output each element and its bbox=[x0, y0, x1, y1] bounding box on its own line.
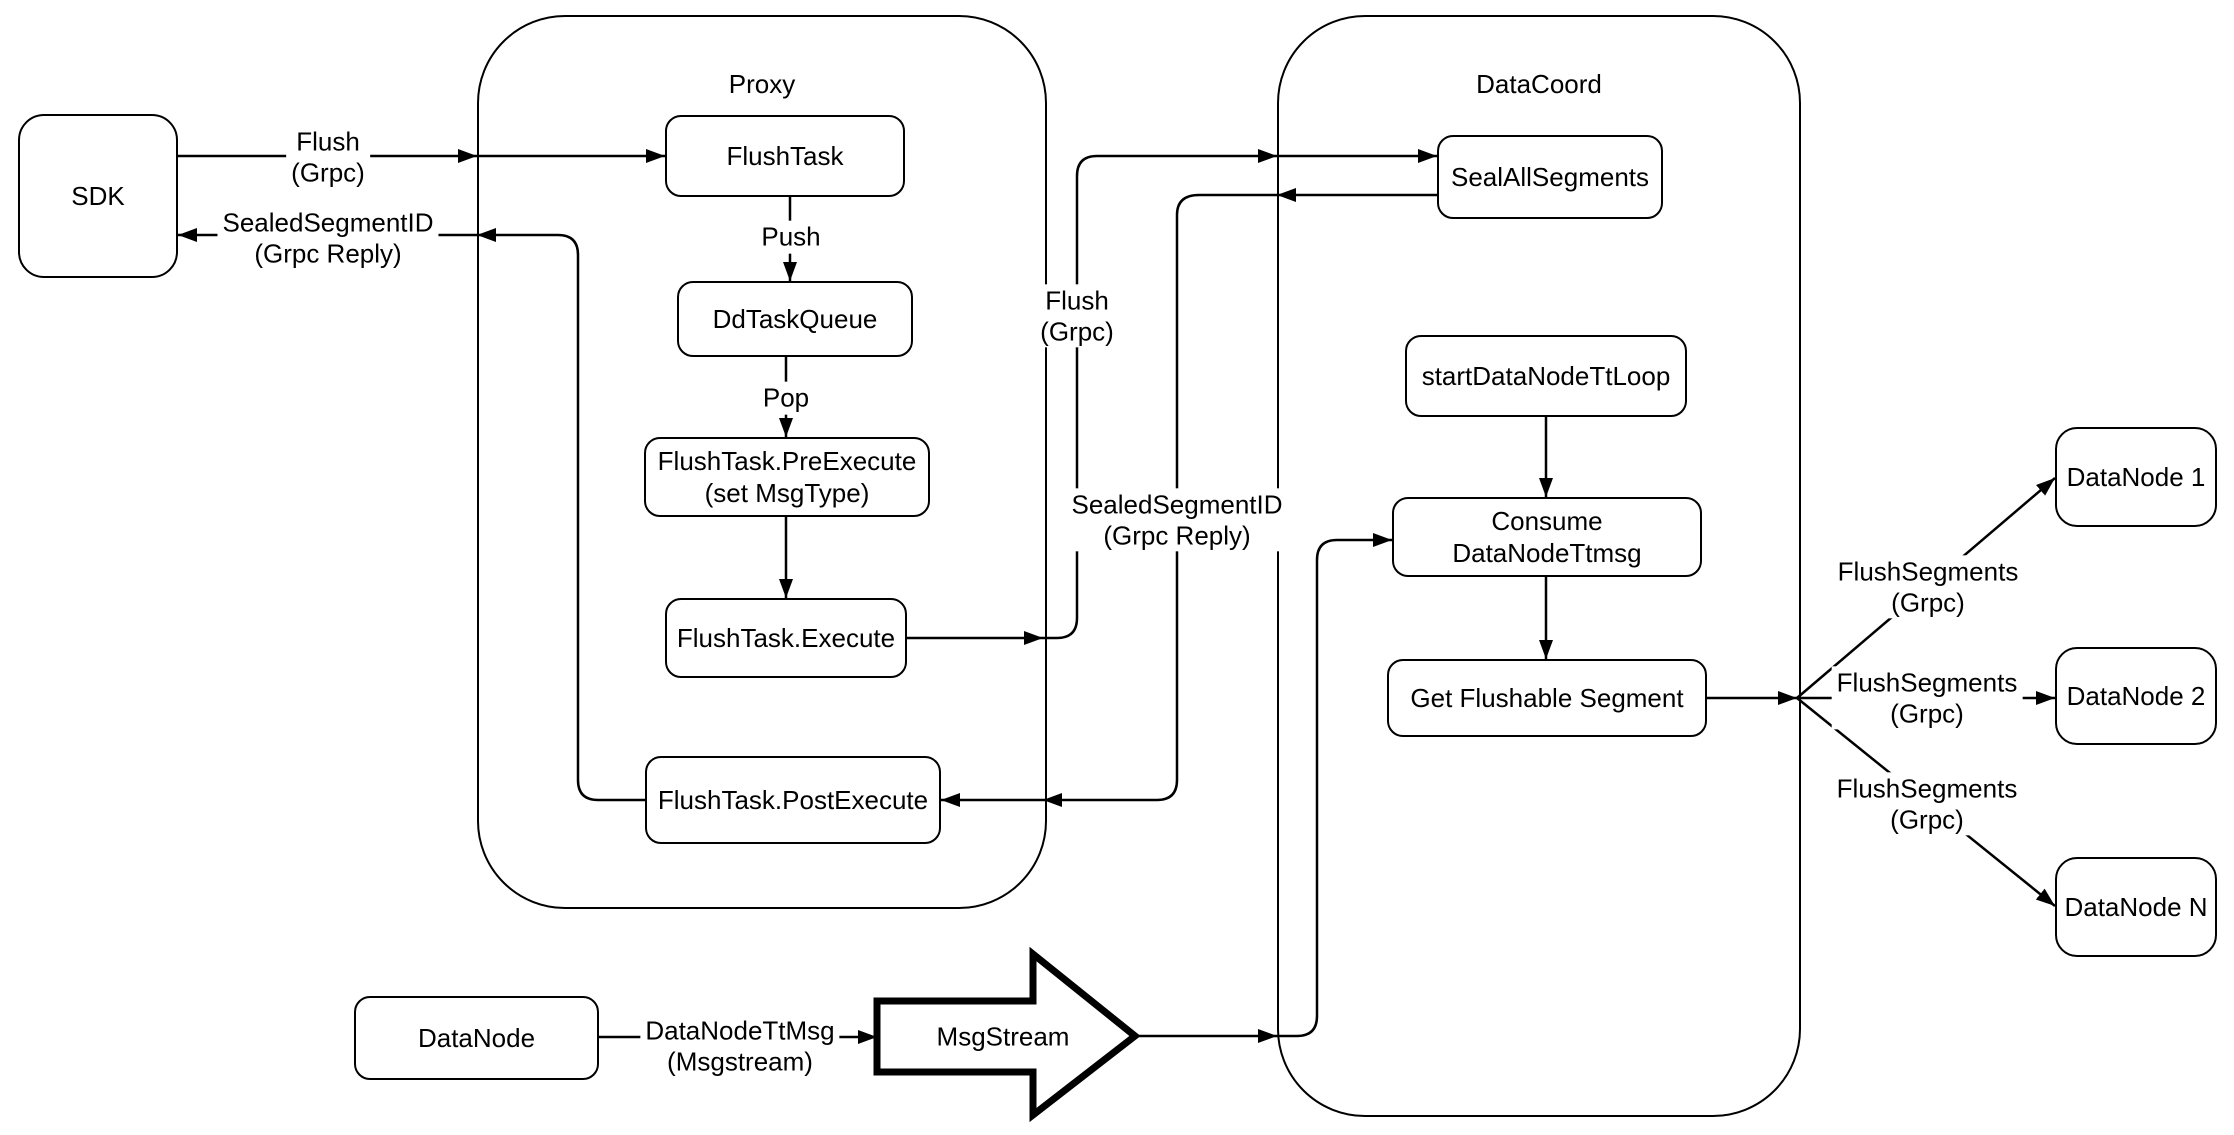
node-sealallsegments-label: SealAllSegments bbox=[1451, 161, 1649, 192]
node-flushtask-preexecute-sublabel: (set MsgType) bbox=[704, 478, 870, 508]
node-consume-datanodettmsg: Consume DataNodeTtmsg bbox=[1392, 497, 1702, 577]
node-startdatanodettloop-label: startDataNodeTtLoop bbox=[1421, 360, 1671, 391]
node-get-flushable-segment-label: Get Flushable Segment bbox=[1410, 682, 1684, 713]
edge-label-push: Push bbox=[756, 220, 826, 254]
node-ddtaskqueue: DdTaskQueue bbox=[677, 281, 913, 357]
edge-label-sealedsegmentid-sdk: SealedSegmentID (Grpc Reply) bbox=[217, 206, 439, 270]
connector-postexecute-to-sdk bbox=[178, 228, 645, 802]
node-sdk-label: SDK bbox=[71, 180, 125, 211]
node-datanode-n-label: DataNode N bbox=[2064, 891, 2208, 922]
edge-label-flushsegments-2: FlushSegments (Grpc) bbox=[1831, 666, 2023, 730]
connector-execute-to-sealallsegments bbox=[907, 149, 1437, 645]
node-datanode-2-label: DataNode 2 bbox=[2066, 680, 2206, 711]
edge-label-sealedsegmentid-mid: SealedSegmentID (Grpc Reply) bbox=[1066, 488, 1288, 552]
msgstream-label: MsgStream bbox=[936, 1021, 1070, 1052]
node-ddtaskqueue-label: DdTaskQueue bbox=[712, 303, 878, 334]
node-flushtask-postexecute: FlushTask.PostExecute bbox=[645, 756, 941, 844]
edge-label-flush-grpc-sdk: Flush (Grpc) bbox=[286, 125, 370, 189]
connector-msgstream-to-consume bbox=[1135, 533, 1392, 1043]
node-flushtask-preexecute: FlushTask.PreExecute (set MsgType) bbox=[644, 437, 930, 517]
node-flushtask-execute: FlushTask.Execute bbox=[665, 598, 907, 678]
node-datanode-source-label: DataNode bbox=[417, 1022, 536, 1053]
node-datanode-1-label: DataNode 1 bbox=[2066, 461, 2206, 492]
proxy-title: Proxy bbox=[728, 69, 796, 99]
node-sealallsegments: SealAllSegments bbox=[1437, 135, 1663, 219]
msgstream-block-arrow bbox=[873, 946, 1141, 1123]
node-flushtask-label: FlushTask bbox=[726, 140, 844, 171]
node-startdatanodettloop: startDataNodeTtLoop bbox=[1405, 335, 1687, 417]
node-datanode-source: DataNode bbox=[354, 996, 599, 1080]
node-datanode-1: DataNode 1 bbox=[2055, 427, 2217, 527]
node-consume-datanodettmsg-label: Consume DataNodeTtmsg bbox=[1452, 505, 1642, 569]
node-sdk: SDK bbox=[18, 114, 178, 278]
node-flushtask: FlushTask bbox=[665, 115, 905, 197]
node-flushtask-preexecute-label: FlushTask.PreExecute bbox=[657, 445, 917, 476]
edge-label-datanodettmsg: DataNodeTtMsg (Msgstream) bbox=[640, 1014, 840, 1078]
node-datanode-2: DataNode 2 bbox=[2055, 647, 2217, 745]
edge-label-pop: Pop bbox=[757, 381, 815, 415]
node-flushtask-postexecute-label: FlushTask.PostExecute bbox=[657, 784, 929, 815]
datacoord-title: DataCoord bbox=[1476, 69, 1602, 99]
node-datanode-n: DataNode N bbox=[2055, 857, 2217, 957]
node-flushtask-execute-label: FlushTask.Execute bbox=[676, 622, 896, 653]
node-get-flushable-segment: Get Flushable Segment bbox=[1387, 659, 1707, 737]
edge-label-flush-grpc-mid: Flush (Grpc) bbox=[1035, 284, 1119, 348]
edge-label-flushsegments-1: FlushSegments (Grpc) bbox=[1832, 555, 2024, 619]
edge-label-flushsegments-3: FlushSegments (Grpc) bbox=[1831, 772, 2023, 836]
